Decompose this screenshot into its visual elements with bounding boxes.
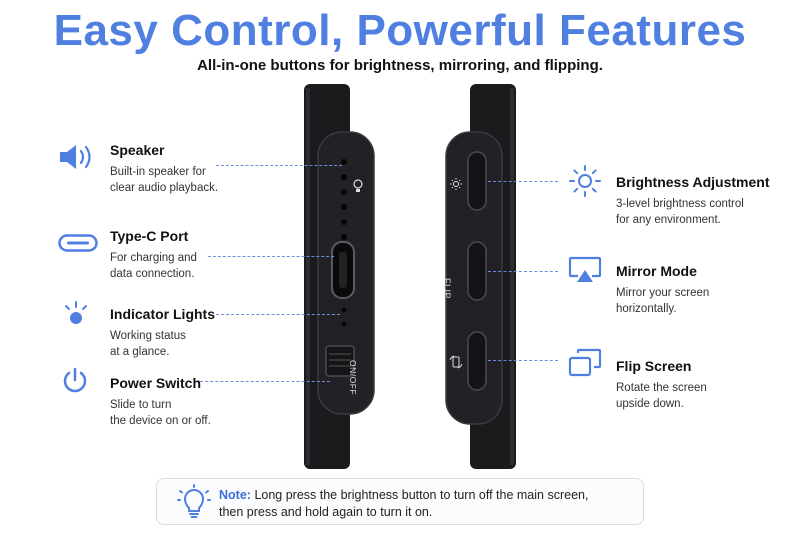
- rotate-button: [467, 331, 487, 391]
- sun-icon: [568, 164, 602, 198]
- device-left-side: [304, 84, 375, 469]
- device-right-side: [445, 84, 516, 469]
- indicator-light-dot: [341, 321, 347, 327]
- flip-button-hardware: [467, 241, 487, 301]
- feature-title: Indicator Lights: [110, 306, 215, 322]
- indicator-light-dot: [341, 307, 347, 313]
- speaker-hole: [341, 204, 347, 210]
- bulb-mark-icon: [353, 179, 363, 192]
- speaker-hole: [341, 189, 347, 195]
- on-off-label: ON/OFF: [348, 360, 358, 396]
- sun-mark-icon: [450, 178, 462, 190]
- usb-c-icon: [58, 234, 98, 252]
- power-icon: [60, 366, 90, 396]
- page-subtitle: All-in-one buttons for brightness, mirro…: [197, 57, 603, 74]
- note-box: Note: Long press the brightness button t…: [156, 478, 644, 525]
- mirror-screen-icon: [568, 256, 602, 286]
- callout-line: [216, 165, 342, 166]
- speaker-icon: [58, 142, 98, 172]
- callout-line: [488, 271, 558, 272]
- callout-line: [488, 181, 558, 182]
- feature-title: Flip Screen: [616, 358, 692, 374]
- speaker-hole: [341, 159, 347, 165]
- speaker-hole: [341, 234, 347, 240]
- callout-line: [200, 381, 330, 382]
- callout-line: [488, 360, 558, 361]
- rotate-mark-icon: [449, 355, 463, 369]
- note-text: Note: Long press the brightness button t…: [219, 488, 589, 519]
- indicator-light-icon: [62, 300, 90, 326]
- brightness-button: [467, 151, 487, 211]
- feature-title: Speaker: [110, 142, 165, 158]
- callout-line: [208, 256, 334, 257]
- feature-brightness-adjustment: Brightness Adjustment 3-level brightness…: [616, 174, 770, 228]
- feature-title: Mirror Mode: [616, 263, 697, 279]
- feature-title: Type-C Port: [110, 228, 189, 244]
- note-label: Note:: [219, 488, 251, 502]
- flip-label: FLIP: [442, 278, 452, 300]
- feature-title: Brightness Adjustment: [616, 174, 770, 190]
- speaker-hole: [341, 219, 347, 225]
- flip-screen-icon: [568, 348, 602, 378]
- feature-title: Power Switch: [110, 375, 202, 391]
- page-title: Easy Control, Powerful Features: [53, 6, 747, 55]
- callout-line: [216, 314, 340, 315]
- lightbulb-icon: [177, 484, 211, 520]
- speaker-hole: [341, 174, 347, 180]
